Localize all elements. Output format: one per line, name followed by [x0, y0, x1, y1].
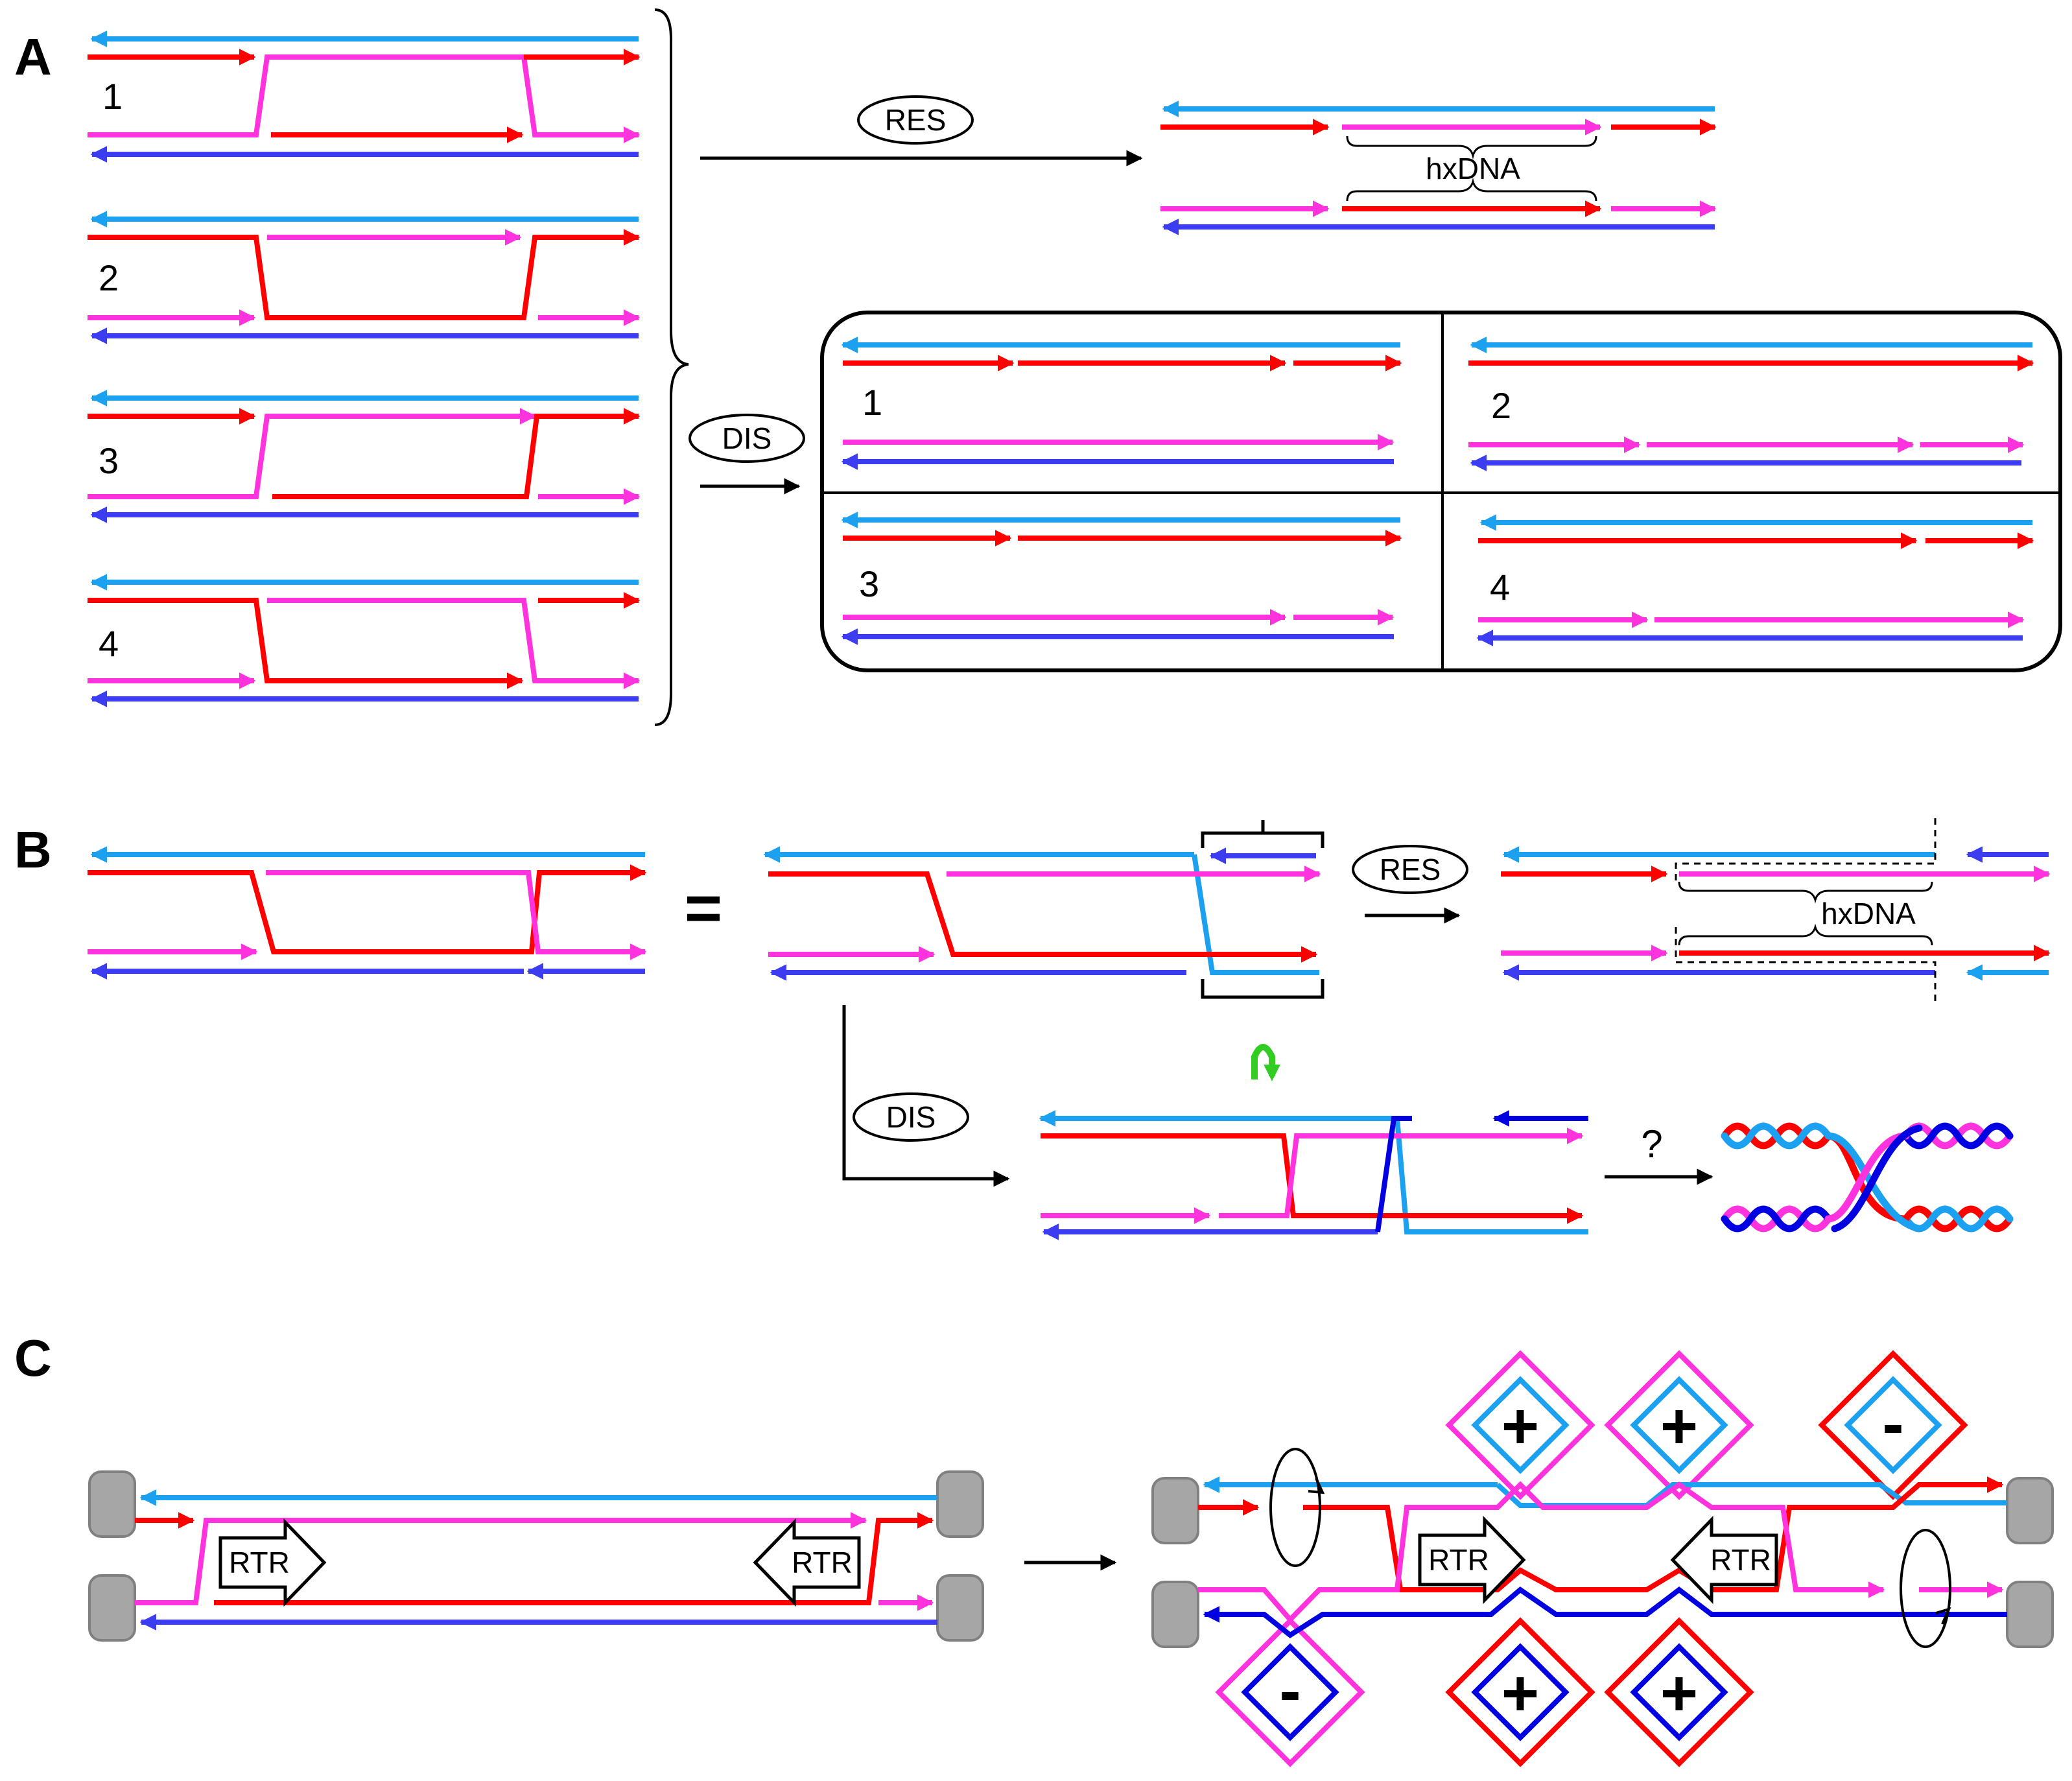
hx-brace-bottom — [1346, 178, 1597, 202]
rtr-label: RTR — [792, 1546, 853, 1579]
dis-label: DIS — [722, 421, 772, 455]
positive-supercoil-sign: + — [1501, 1657, 1539, 1730]
panel-a-letter: A — [14, 28, 52, 86]
dis-product-1 — [841, 336, 1402, 470]
junction-3 — [88, 390, 641, 523]
junction-4 — [88, 574, 641, 707]
question-mark: ? — [1641, 1122, 1662, 1166]
dis-product-number-1: 1 — [862, 382, 882, 423]
rtr-label: RTR — [1710, 1543, 1771, 1577]
dis-oval — [689, 414, 805, 463]
dis-product-number-4: 4 — [1490, 567, 1510, 607]
junction-b-left — [88, 846, 647, 980]
b-dashed-box-top — [1675, 818, 1937, 882]
junction-number-2: 2 — [99, 257, 119, 298]
b-dis-product — [1039, 1110, 1588, 1240]
anchor-block — [2006, 1581, 2054, 1648]
junction-number-3: 3 — [99, 440, 119, 481]
junction-2 — [88, 211, 641, 344]
anchor-block — [88, 1470, 136, 1538]
grouping-brace — [654, 8, 689, 726]
rtr-arrow — [1670, 1515, 1778, 1605]
junction-b-middle — [763, 846, 1321, 981]
b-res-oval — [1352, 845, 1468, 894]
panel-c-letter: C — [14, 1329, 52, 1387]
dis-product-4 — [1476, 514, 2034, 646]
b-res-label: RES — [1380, 853, 1441, 886]
rtr-arrow — [218, 1518, 327, 1607]
b-res-product — [1501, 846, 2051, 981]
b-dis-oval — [853, 1092, 969, 1142]
c-left-molecule — [135, 1489, 937, 1631]
b-dashed-box-bottom — [1675, 927, 1937, 1005]
res-oval — [857, 95, 974, 145]
b-hx-brace-top — [1678, 881, 1933, 904]
equals-sign: = — [685, 872, 722, 945]
rtr-label: RTR — [229, 1546, 290, 1579]
panel-c: C RTR RTR — [14, 1329, 2054, 1767]
panel-b-letter: B — [14, 821, 52, 879]
b-hx-label: hxDNA — [1821, 897, 1916, 930]
res-product — [1160, 100, 1717, 235]
rtr-arrow — [753, 1518, 861, 1607]
rtr-arrow — [1418, 1515, 1526, 1605]
c-right-molecule — [1198, 1476, 2007, 1638]
helix-junction — [1721, 1122, 2014, 1233]
b-hx-brace-bottom — [1678, 923, 1933, 946]
rtr-label: RTR — [1428, 1543, 1489, 1577]
panel-b: B = RES — [14, 818, 2051, 1240]
anchor-block — [2006, 1477, 2054, 1544]
positive-supercoil-sign: + — [1501, 1390, 1539, 1463]
junction-number-4: 4 — [99, 623, 119, 664]
hx-brace-top — [1346, 136, 1597, 159]
positive-supercoil-sign: + — [1660, 1390, 1698, 1463]
anchor-block — [88, 1574, 136, 1642]
dis-product-number-2: 2 — [1491, 385, 1511, 426]
anchor-block — [936, 1470, 984, 1538]
res-label: RES — [885, 103, 947, 137]
dis-product-2 — [1468, 336, 2034, 471]
junction-number-1: 1 — [102, 76, 123, 117]
b-dis-arrow — [842, 1005, 1010, 1187]
rotation-icon — [1308, 1478, 1325, 1494]
rotation-icon — [1251, 1044, 1280, 1081]
b-dis-label: DIS — [886, 1100, 936, 1134]
junction-1 — [88, 30, 641, 163]
dis-product-number-3: 3 — [859, 563, 879, 604]
anchor-block — [1151, 1581, 1199, 1648]
rotation-icon — [1269, 1448, 1321, 1567]
supercoil-diamonds — [1215, 1350, 1968, 1767]
panel-a: A 1 2 3 — [14, 8, 2062, 726]
negative-supercoil-sign: - — [1882, 1387, 1903, 1460]
dis-product-3 — [841, 512, 1402, 645]
rotation-icon — [1935, 1607, 1951, 1625]
rotation-icon — [1900, 1529, 1951, 1648]
bracket-top — [1201, 820, 1324, 848]
bracket-bottom — [1201, 979, 1324, 999]
hx-label: hxDNA — [1426, 152, 1520, 185]
anchor-block — [936, 1574, 984, 1642]
negative-supercoil-sign: - — [1279, 1655, 1301, 1727]
positive-supercoil-sign: + — [1660, 1657, 1698, 1730]
anchor-block — [1151, 1477, 1199, 1544]
